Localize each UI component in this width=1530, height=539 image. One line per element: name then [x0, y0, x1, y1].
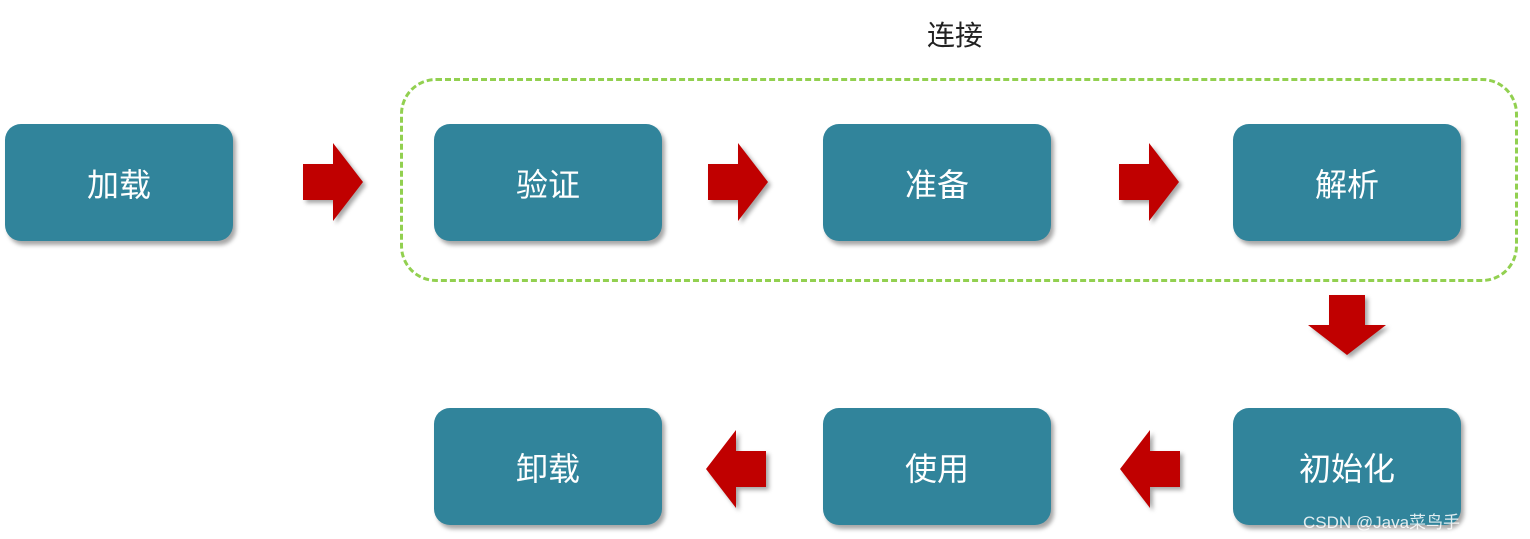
arrow-right-icon	[303, 143, 363, 221]
arrow-right-icon	[1119, 143, 1179, 221]
arrow-left-icon	[706, 430, 766, 508]
stage-prepare: 准备	[823, 124, 1051, 241]
stage-unload: 卸载	[434, 408, 662, 525]
stage-use: 使用	[823, 408, 1051, 525]
arrow-down-icon	[1308, 295, 1386, 355]
stage-load: 加载	[5, 124, 233, 241]
stage-resolve: 解析	[1233, 124, 1461, 241]
arrow-right-icon	[708, 143, 768, 221]
stage-verify: 验证	[434, 124, 662, 241]
stage-initialize: 初始化	[1233, 408, 1461, 525]
connection-group-box	[400, 78, 1518, 282]
watermark: CSDN @Java菜鸟手	[1303, 513, 1461, 532]
connection-group-label: 连接	[926, 19, 983, 52]
arrow-left-icon	[1120, 430, 1180, 508]
